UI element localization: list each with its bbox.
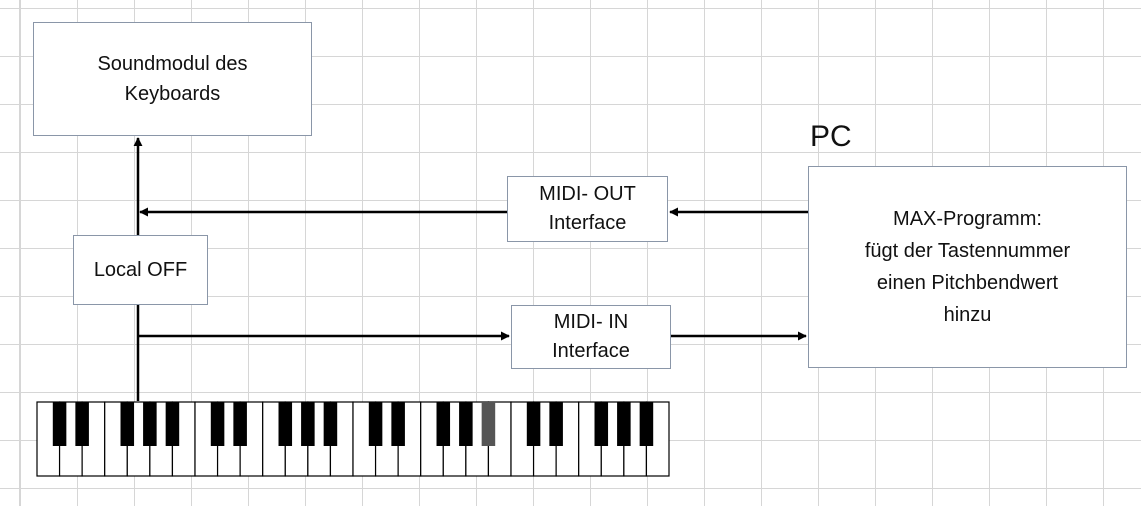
black-key [368,402,383,446]
black-key [120,402,135,446]
soundmodul-label: Soundmodul des Keyboards [97,53,248,105]
black-key [481,402,496,446]
midi-in-label: MIDI- IN Interface [552,311,630,362]
black-key [278,402,293,446]
black-key [165,402,180,446]
local-off-box: Local OFF [73,235,208,305]
pc-program-box: MAX-Programm: fügt der Tastennummer eine… [808,166,1127,368]
soundmodul-box: Soundmodul des Keyboards [33,22,312,136]
local-off-label: Local OFF [93,259,188,281]
pc-title: PC [810,120,852,153]
black-key [75,402,89,446]
midi-out-label: MIDI- OUT Interface [539,183,636,234]
black-key [594,402,609,446]
black-key [436,402,451,446]
black-key [549,402,563,446]
pc-program-label: MAX-Programm: fügt der Tastennummer eine… [864,208,1071,326]
black-key [391,402,405,446]
black-key [459,402,473,446]
midi-out-box: MIDI- OUT Interface [507,176,668,242]
black-key [233,402,247,446]
black-key [526,402,541,446]
piano-keyboard [36,401,670,477]
black-key [323,402,338,446]
black-key [143,402,157,446]
black-key [617,402,631,446]
black-key [301,402,315,446]
black-key [639,402,654,446]
black-key [210,402,225,446]
midi-in-box: MIDI- IN Interface [511,305,671,369]
black-key [52,402,67,446]
